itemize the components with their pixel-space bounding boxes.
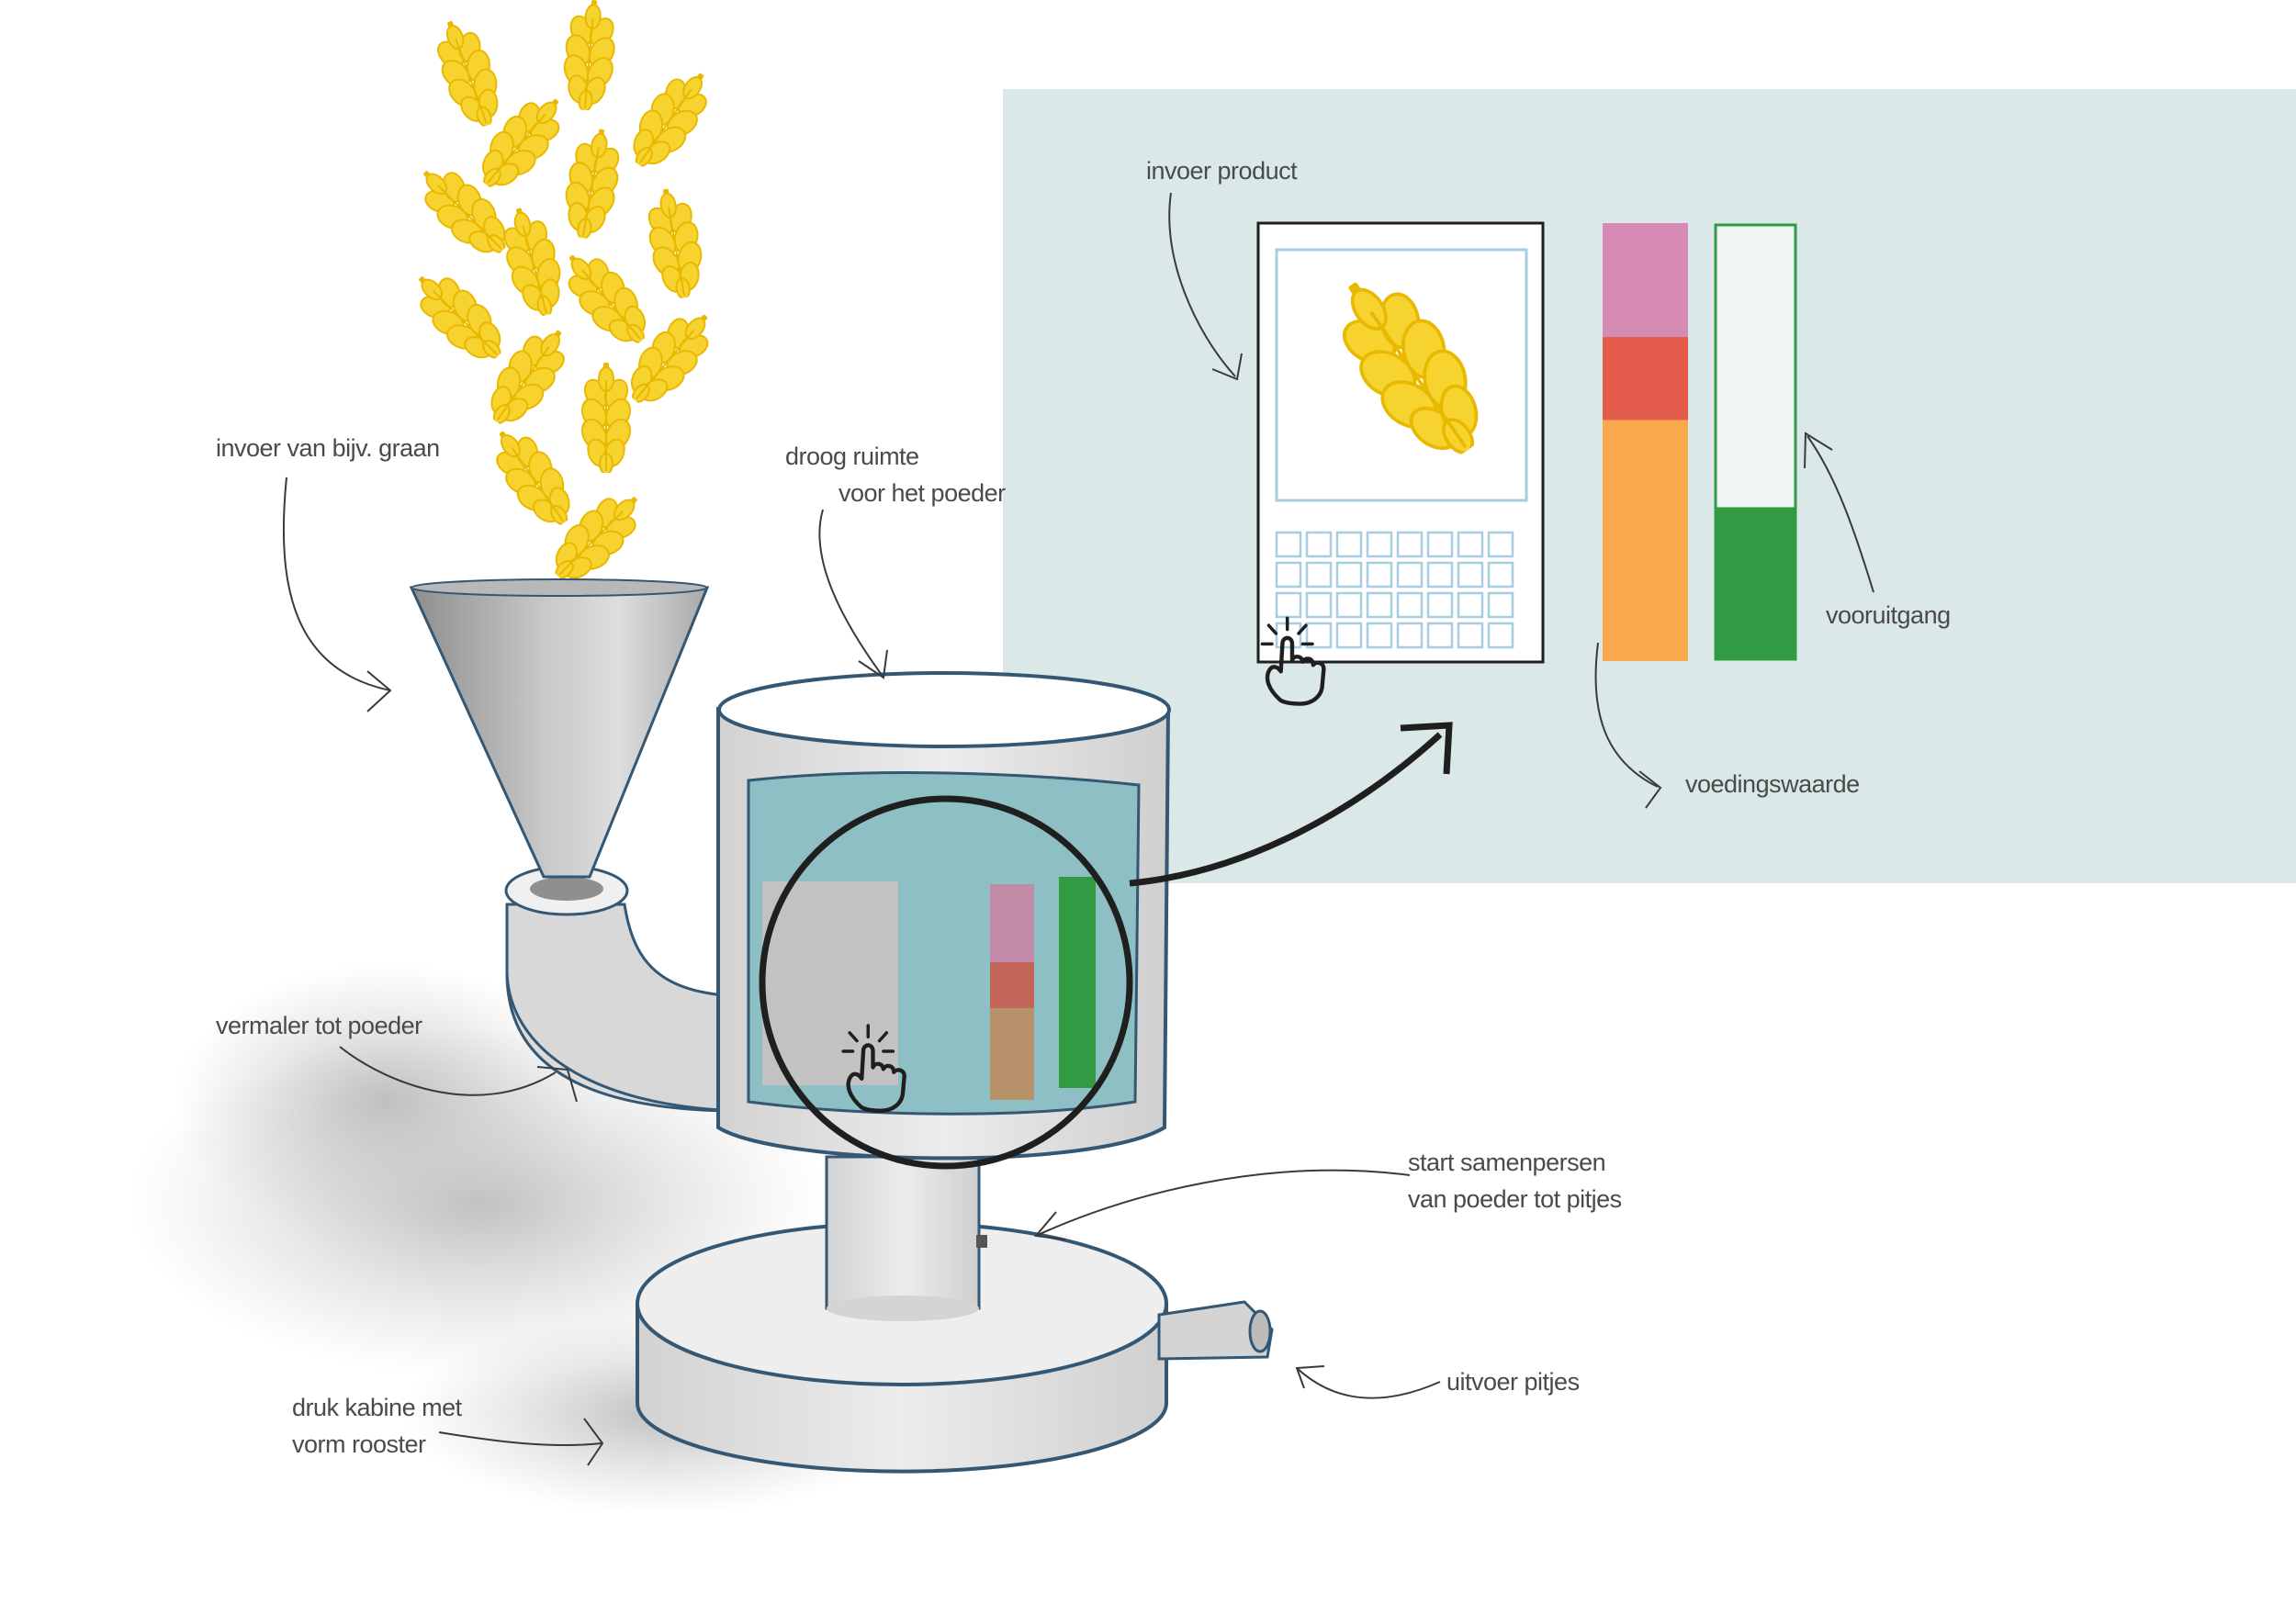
press-neck (825, 1155, 987, 1321)
wheat-ear-icon (555, 126, 630, 243)
keypad-key[interactable] (1335, 561, 1363, 589)
keypad-key[interactable] (1335, 531, 1363, 558)
keypad-key[interactable] (1426, 531, 1454, 558)
keypad-key[interactable] (1487, 561, 1514, 589)
drying-chamber (716, 671, 1171, 1161)
keypad-key[interactable] (1426, 622, 1454, 649)
label-line: voor het poeder (838, 479, 1006, 507)
falling-grain (401, 0, 726, 597)
keypad-key[interactable] (1366, 561, 1393, 589)
label-vermaler: vermaler tot poeder (216, 1007, 422, 1044)
wheat-ear-icon (401, 259, 519, 376)
keypad (1275, 531, 1514, 649)
nutrition-segment-red (1603, 337, 1688, 421)
label-invoer-product: invoer product (1146, 152, 1298, 189)
keypad-key[interactable] (1275, 531, 1302, 558)
annotation-leaders (282, 192, 1874, 1466)
label-uitvoer: uitvoer pitjes (1446, 1363, 1580, 1400)
arrow-icon (1400, 722, 1453, 775)
keypad-key[interactable] (1396, 591, 1424, 619)
label-line: van poeder tot pitjes (1408, 1185, 1622, 1213)
progress-fill (1716, 507, 1795, 659)
zoom-arrow (1129, 732, 1443, 887)
nutrition-segment-pink (1603, 223, 1688, 338)
label-invoer-graan: invoer van bijv. graan (216, 430, 440, 466)
keypad-key[interactable] (1487, 591, 1514, 619)
keypad-key[interactable] (1396, 531, 1424, 558)
input-funnel (409, 578, 710, 879)
progress-bar (1714, 223, 1797, 661)
keypad-key[interactable] (1335, 622, 1363, 649)
zoom-circle (759, 795, 1133, 1170)
label-text: vermaler tot poeder (216, 1012, 422, 1039)
nutrition-segment-orange (1603, 420, 1688, 661)
keypad-key[interactable] (1457, 531, 1484, 558)
keypad-key[interactable] (1275, 561, 1302, 589)
keypad-key[interactable] (1396, 561, 1424, 589)
wheat-ear-icon (550, 240, 664, 360)
keypad-key[interactable] (1305, 561, 1333, 589)
keypad-key[interactable] (1426, 561, 1454, 589)
nutrition-bar (1603, 223, 1688, 661)
grinder-pipe (504, 865, 741, 1113)
label-text: invoer product (1146, 157, 1298, 185)
label-text: uitvoer pitjes (1446, 1368, 1580, 1396)
wheat-ear-icon (615, 60, 725, 182)
label-droog-ruimte: droog ruimte voor het poeder (785, 438, 1006, 511)
label-vooruitgang: vooruitgang (1826, 597, 1951, 634)
keypad-key[interactable] (1366, 622, 1393, 649)
wheat-ear-icon (478, 418, 588, 540)
keypad-key[interactable] (1366, 531, 1393, 558)
wheat-ear-icon (423, 14, 514, 136)
wheat-ear-icon (637, 185, 713, 303)
label-line: droog ruimte (785, 443, 919, 470)
label-start-samenpersen: start samenpersen van poeder tot pitjes (1408, 1144, 1622, 1217)
keypad-key[interactable] (1487, 622, 1514, 649)
keypad-key[interactable] (1426, 591, 1454, 619)
keypad-key[interactable] (1457, 561, 1484, 589)
wheat-ear-icon (557, 0, 623, 113)
keypad-key[interactable] (1275, 591, 1302, 619)
keypad-key[interactable] (1487, 531, 1514, 558)
keypad-key[interactable] (1457, 622, 1484, 649)
keypad-key[interactable] (1366, 591, 1393, 619)
label-line: druk kabine met (292, 1394, 462, 1421)
label-text: vooruitgang (1826, 601, 1951, 629)
label-druk-kabine: druk kabine met vorm rooster (292, 1389, 462, 1463)
label-line: vorm rooster (292, 1430, 426, 1458)
wheat-ear-icon (578, 364, 635, 474)
keypad-key[interactable] (1396, 622, 1424, 649)
keypad-key[interactable] (1305, 531, 1333, 558)
label-text: voedingswaarde (1685, 770, 1860, 798)
label-line: start samenpersen (1408, 1149, 1606, 1176)
screen-mockup (1256, 221, 1545, 704)
outlet-pipe (1157, 1300, 1274, 1361)
keypad-key[interactable] (1457, 591, 1484, 619)
keypad-key[interactable] (1305, 591, 1333, 619)
keypad-key[interactable] (1335, 591, 1363, 619)
label-text: invoer van bijv. graan (216, 434, 440, 462)
wheat-ear-icon (491, 203, 575, 323)
label-voedingswaarde: voedingswaarde (1685, 766, 1860, 802)
